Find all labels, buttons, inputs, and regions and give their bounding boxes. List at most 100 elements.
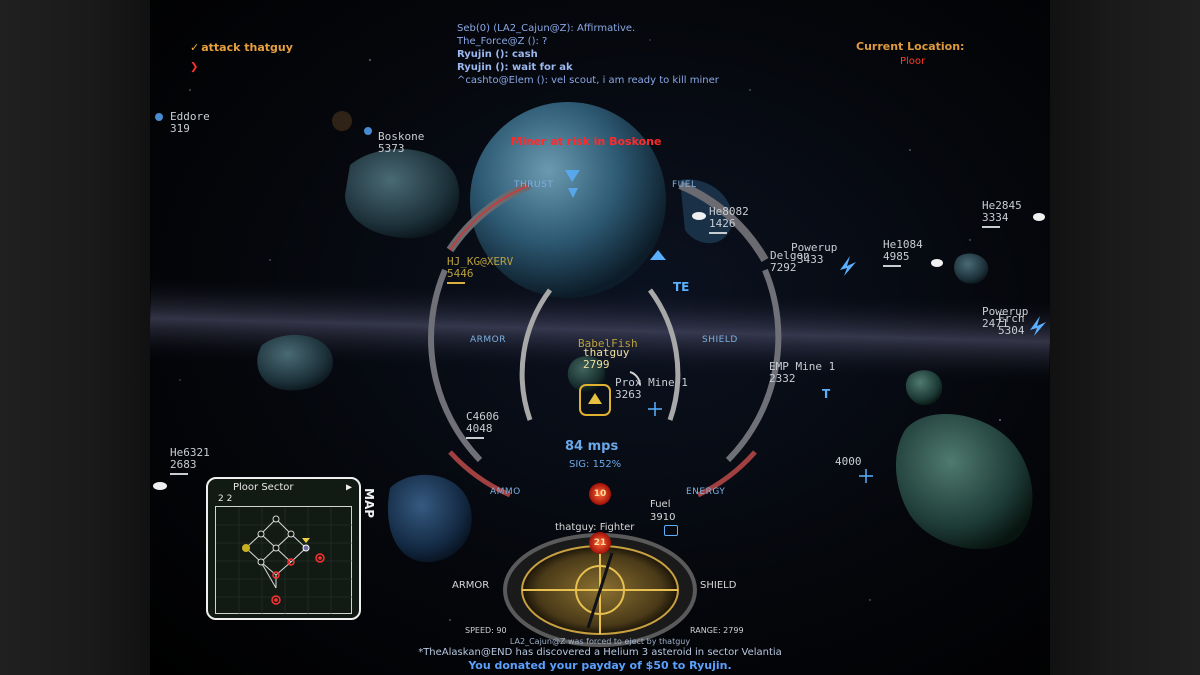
asteroid-right-large (895, 413, 1033, 550)
tag-he1084[interactable]: He1084 4985 (883, 239, 923, 267)
tag-distance: 2683 (170, 458, 197, 471)
current-location-value: Ploor (900, 56, 926, 67)
tag-boskone[interactable]: Boskone 5373 (378, 131, 424, 155)
tag-bar (883, 265, 901, 267)
asteroid-bottom-left (387, 474, 472, 563)
tag-bar (709, 232, 727, 234)
current-location-label: Current Location: (856, 40, 965, 53)
tag-distance: 5373 (378, 142, 405, 155)
tag-distance: 4985 (883, 250, 910, 263)
tag-he8082[interactable]: He8082 1426 (709, 206, 749, 234)
target-shield-label: SHIELD (700, 580, 737, 591)
tag-name: He1084 (883, 238, 923, 251)
left-letterbox (0, 0, 150, 675)
event-line: You donated your payday of $50 to Ryujin… (468, 659, 732, 672)
tag-eddore[interactable]: Eddore 319 (170, 111, 210, 135)
fuel-icon (664, 525, 678, 536)
chat-line: Ryujin (): cash (457, 49, 538, 60)
speed-readout: 84 mps (565, 439, 619, 454)
tag-thatguy[interactable]: thatguy 2799 (583, 347, 629, 371)
sector-minimap[interactable]: Ploor Sector 2 2 (206, 477, 361, 620)
tag-name: Eddore (170, 110, 210, 123)
target-range: RANGE: 2799 (690, 626, 744, 635)
minimap-title: Ploor Sector (233, 482, 294, 493)
event-line: *TheAlaskan@END has discovered a Helium … (418, 647, 782, 658)
checkmark-icon: ✓ (190, 41, 200, 54)
tag-distance: 2471 (982, 317, 1009, 330)
tag-distance: 7292 (770, 261, 797, 274)
tag-bar (466, 437, 484, 439)
tag-powerup-2[interactable]: Powerup 2471 (982, 306, 1028, 330)
tag-distance: 3334 (982, 211, 1009, 224)
tag-bar (982, 226, 1000, 228)
asteroid-eddore-far (332, 111, 352, 131)
tag-name: thatguy (583, 346, 630, 359)
tag-name: Erch (998, 312, 1025, 325)
signature-readout: SIG: 152% (569, 459, 622, 470)
target-fuel-value: 3910 (650, 512, 676, 523)
chat-line: Seb(0) (LA2_Cajun@Z): Affirmative. (457, 23, 636, 34)
svg-text:T: T (822, 387, 831, 401)
tag-distance: 4048 (466, 422, 493, 435)
chat-log: Seb(0) (LA2_Cajun@Z): Affirmative. The_Fo… (457, 22, 719, 87)
hud-shield-label: SHIELD (702, 335, 738, 345)
tag-delgon[interactable]: Delgon 7292 (770, 250, 810, 274)
hud-fuel-label: FUEL (672, 180, 697, 190)
objective-text: attack thatguy (201, 41, 293, 54)
tag-emp-mine[interactable]: EMP Mine 1 2332 (769, 361, 835, 385)
game-viewport[interactable]: T TE ✓attack thatguy ❯ Seb(0) (LA2_Cajun… (150, 0, 1050, 675)
alert-message: Miner at risk in Boskone (511, 135, 662, 148)
space-scene: T TE (150, 39, 1050, 647)
nebula-band (150, 278, 1050, 382)
chat-line: The_Force@Z (): ? (457, 36, 548, 47)
chat-line: ^cashto@Elem (): vel scout, i am ready t… (457, 75, 719, 86)
target-display (503, 483, 697, 647)
tag-c4606[interactable]: C4606 4048 (466, 411, 499, 439)
event-line: LA2_Cajun@Z was forced to eject by thatg… (509, 637, 691, 646)
tag-name: BabelFish (578, 337, 638, 350)
tag-erch[interactable]: Erch 5304 (998, 313, 1025, 337)
tag-distance: 3263 (615, 388, 642, 401)
tag-powerup-1[interactable]: Powerup 3433 (791, 242, 837, 266)
tag-hj-kg[interactable]: HJ_KG@XERV 5446 (447, 256, 513, 284)
tag-name: Delgon (770, 249, 810, 262)
target-reticle (579, 384, 611, 416)
tag-name: Powerup (791, 241, 838, 254)
tag-name: He6321 (170, 446, 210, 459)
tag-name: EMP Mine 1 (769, 360, 836, 373)
tag-he6321[interactable]: He6321 2683 (170, 447, 210, 475)
minimap-grid[interactable] (215, 506, 353, 615)
tag-prox-mine[interactable]: Prox Mine 1 3263 (615, 377, 688, 401)
target-armor-label: ARMOR (452, 580, 490, 591)
hud-armor-label: ARMOR (470, 335, 507, 345)
target-name: thatguy: Fighter (555, 522, 635, 533)
right-letterbox (1050, 0, 1200, 675)
tag-babelfish[interactable]: BabelFish (578, 338, 638, 350)
minimap-graph (216, 507, 353, 615)
tag-distance: 4000 (835, 455, 862, 468)
tag-bar (447, 282, 465, 284)
tag-he2845[interactable]: He2845 3334 (982, 200, 1022, 228)
tag-distance: 319 (170, 122, 190, 135)
hud-thrust-label: THRUST (514, 180, 554, 190)
tag-name: C4606 (466, 410, 500, 423)
objective[interactable]: ✓attack thatguy (190, 41, 293, 54)
tag-name: He8082 (709, 205, 749, 218)
tag-name: He2845 (982, 199, 1022, 212)
target-count: 21 (593, 538, 607, 548)
hud-ammo-label: AMMO (490, 487, 521, 497)
asteroid-right-small (905, 370, 943, 406)
target-speed: SPEED: 90 (465, 626, 507, 635)
target-fuel-label: Fuel (650, 499, 671, 510)
tag-name: Boskone (378, 130, 425, 143)
planet (470, 102, 666, 298)
svg-text:TE: TE (673, 280, 689, 294)
tag-waypoint-4000[interactable]: 4000 (835, 456, 862, 468)
map-tab[interactable]: MAP (362, 488, 376, 519)
asteroid-boskone (345, 148, 460, 239)
map-collapse-icon[interactable]: ▶ (346, 482, 353, 493)
minimap-counts: 2 2 (218, 494, 233, 504)
tag-distance: 1426 (709, 217, 736, 230)
hud-rings (428, 181, 782, 498)
objective-arrow-icon: ❯ (190, 59, 199, 75)
